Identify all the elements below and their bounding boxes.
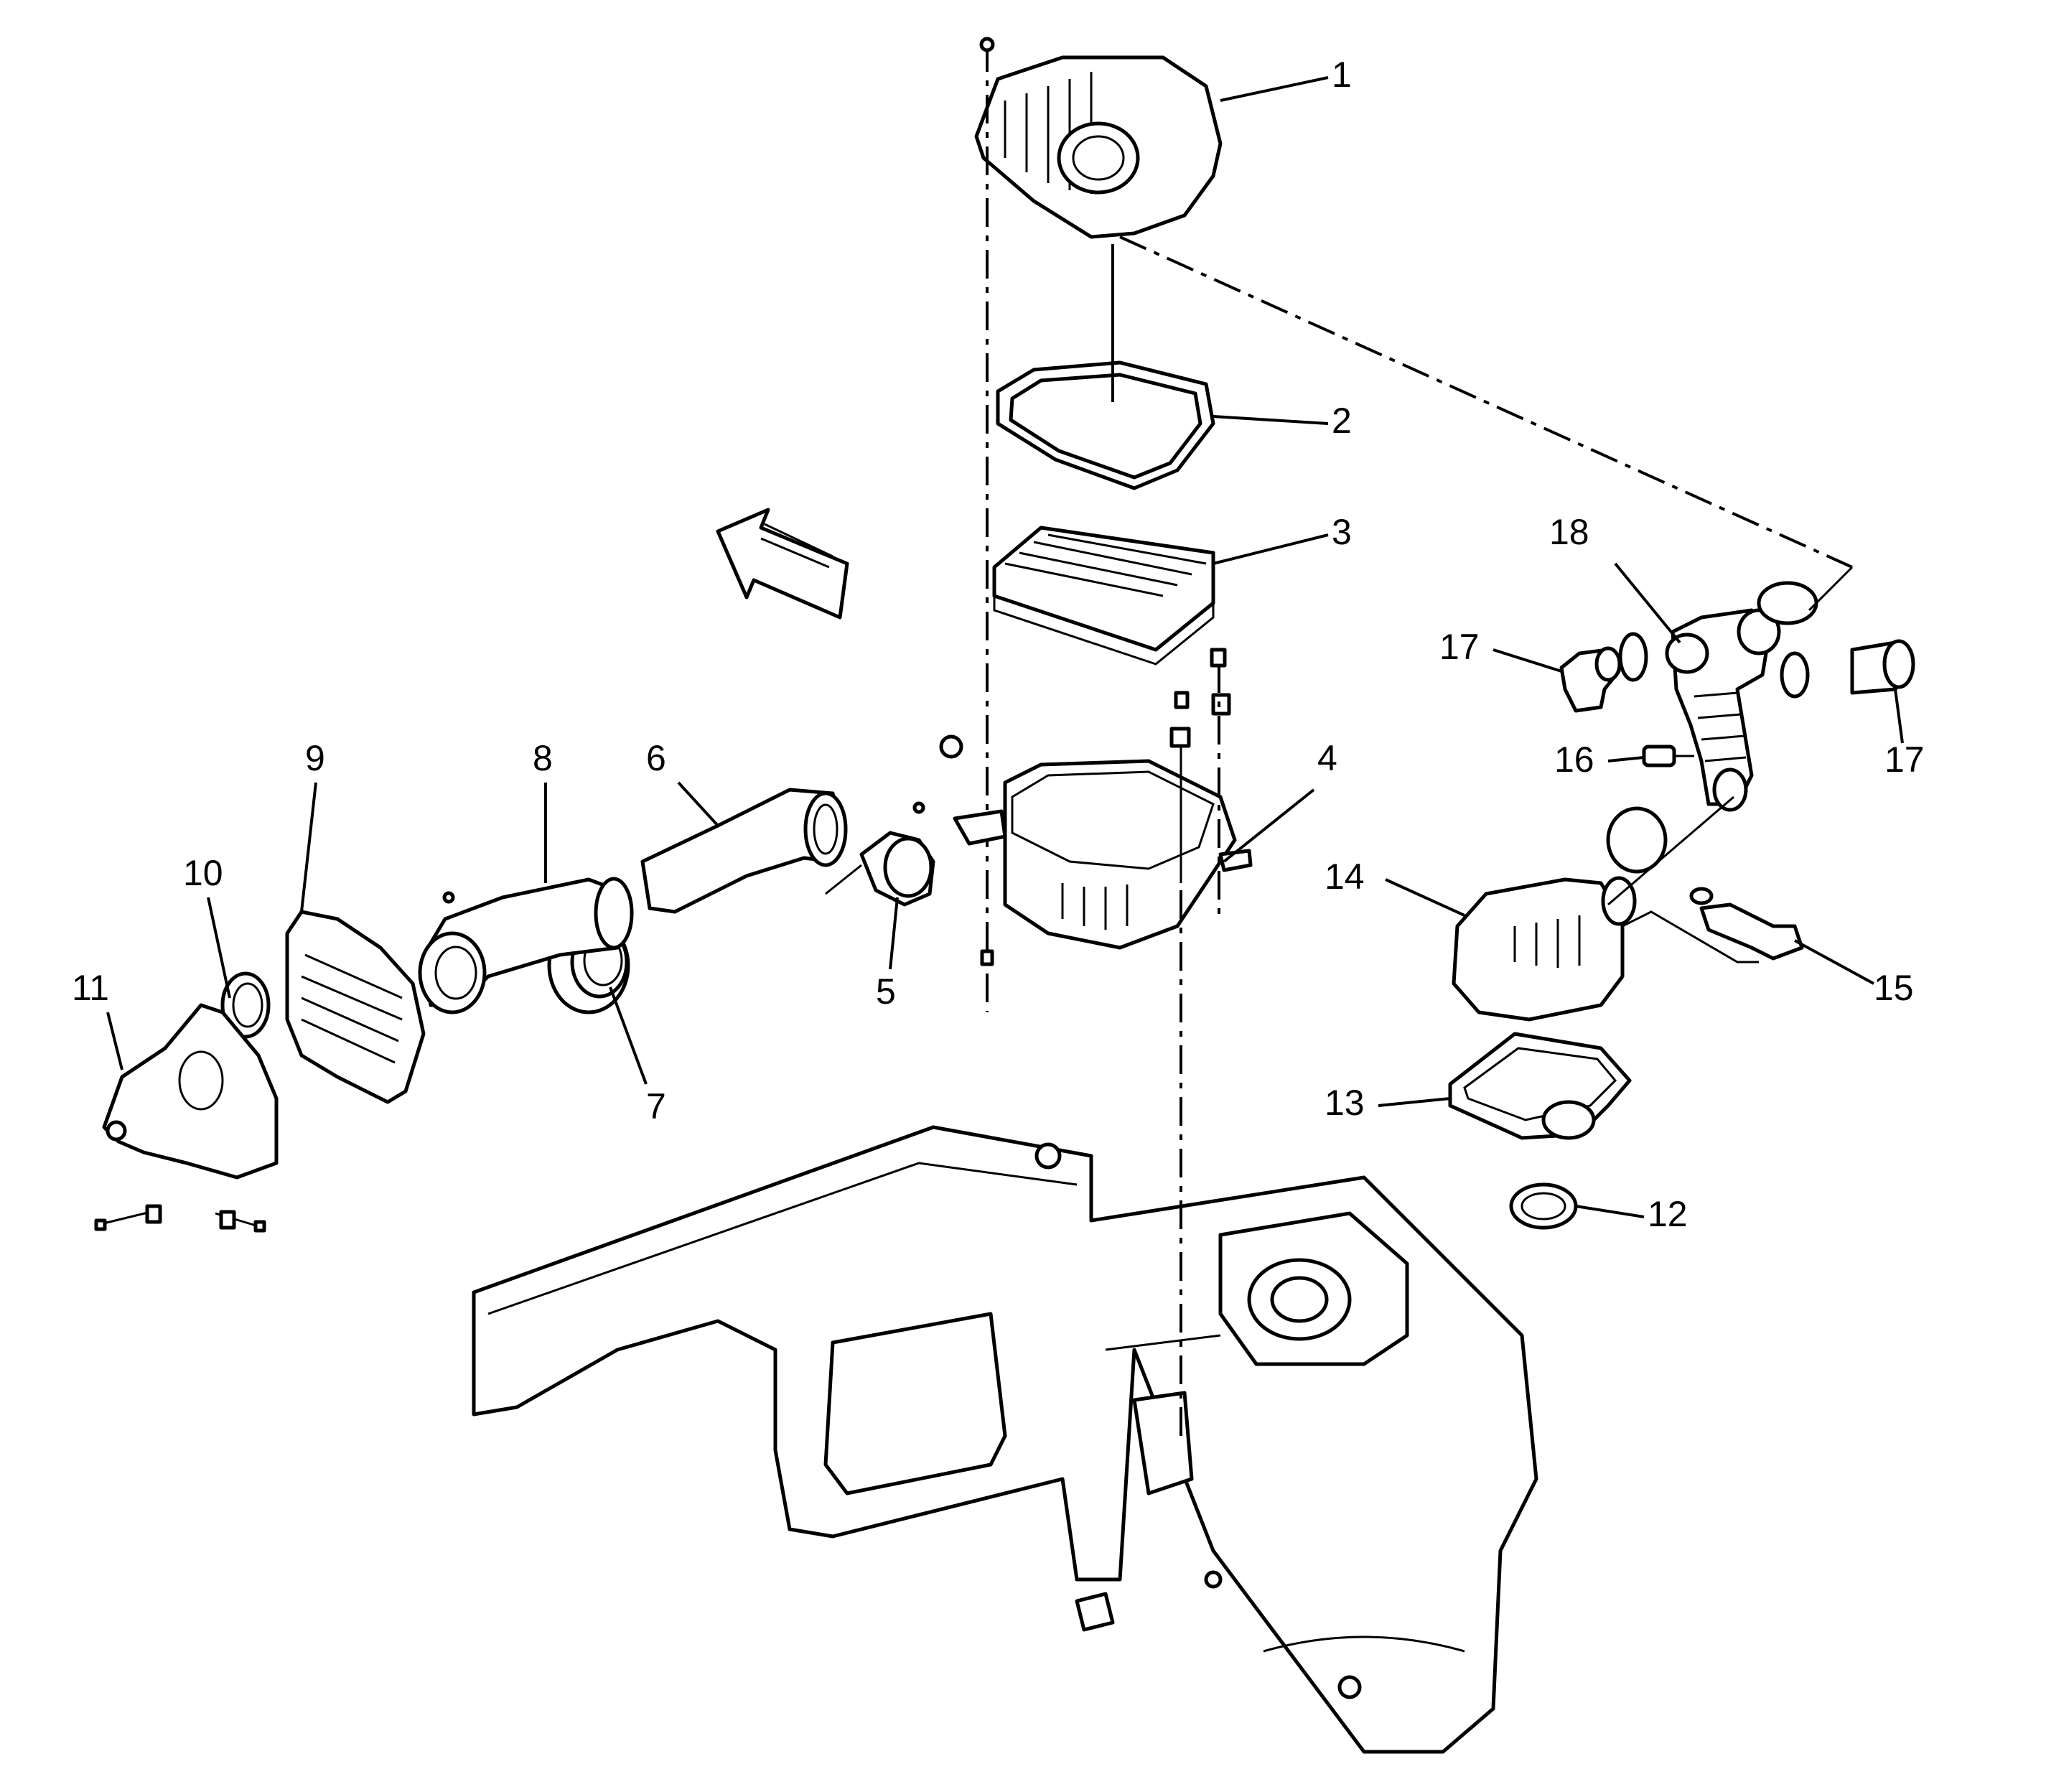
- callout-5: 5: [876, 971, 896, 1012]
- callout-15: 15: [1874, 968, 1914, 1008]
- callout-10: 10: [183, 853, 223, 893]
- callout-14: 14: [1325, 857, 1365, 897]
- air-intake-duct: [418, 877, 634, 1014]
- intake-sensor: [1642, 745, 1694, 767]
- callout-12: 12: [1648, 1194, 1688, 1234]
- callout-13: 13: [1325, 1083, 1365, 1123]
- air-cleaner-seal: [996, 244, 1215, 490]
- resonator: [825, 801, 935, 907]
- air-filter-element: [992, 526, 1215, 666]
- intake-duct-assembly: [1665, 608, 1781, 812]
- callout-18: 18: [1549, 512, 1589, 552]
- callout-3: 3: [1332, 512, 1352, 552]
- resonator-seal: [1509, 1182, 1578, 1230]
- vent-hose: [1622, 887, 1804, 963]
- hose-clamps: [1606, 581, 1818, 874]
- callout-8: 8: [533, 738, 553, 778]
- air-inlet-baffle: [285, 910, 426, 1104]
- front-arrow-icon: [716, 508, 849, 620]
- callout-1: 1: [1332, 55, 1352, 95]
- isolator-grommets: [939, 648, 1231, 1436]
- callout-11: 11: [72, 968, 109, 1008]
- housing-bolt-centerline: [979, 37, 995, 1012]
- hose-fitting-right: [1850, 639, 1915, 695]
- callout-17-left: 17: [1439, 627, 1480, 667]
- air-cleaner-lower-housing: [953, 759, 1253, 950]
- callout-7: 7: [646, 1086, 666, 1126]
- leader-lines: [106, 76, 1904, 1218]
- resonator-lower-housing: [1448, 1032, 1632, 1140]
- callout-17-right: 17: [1884, 739, 1925, 780]
- air-inlet-housing: [94, 1003, 279, 1233]
- hose-elbow-left: [1559, 646, 1622, 713]
- callout-6: 6: [646, 738, 666, 778]
- callout-9: 9: [305, 738, 325, 778]
- air-inlet-duct: [640, 788, 848, 914]
- callout-4: 4: [1317, 738, 1337, 778]
- seal-ring: [220, 971, 271, 1039]
- resonator-housing: [1452, 876, 1637, 1022]
- vehicle-front-structure: [472, 1125, 1538, 1754]
- callout-labels: 1 2 3 4 5 6 7 8 9 10 11 12 13 14 15 16 1…: [72, 55, 1925, 1234]
- callout-2: 2: [1332, 401, 1352, 441]
- callout-16: 16: [1554, 739, 1594, 780]
- air-cleaner-upper-housing: [974, 55, 1223, 239]
